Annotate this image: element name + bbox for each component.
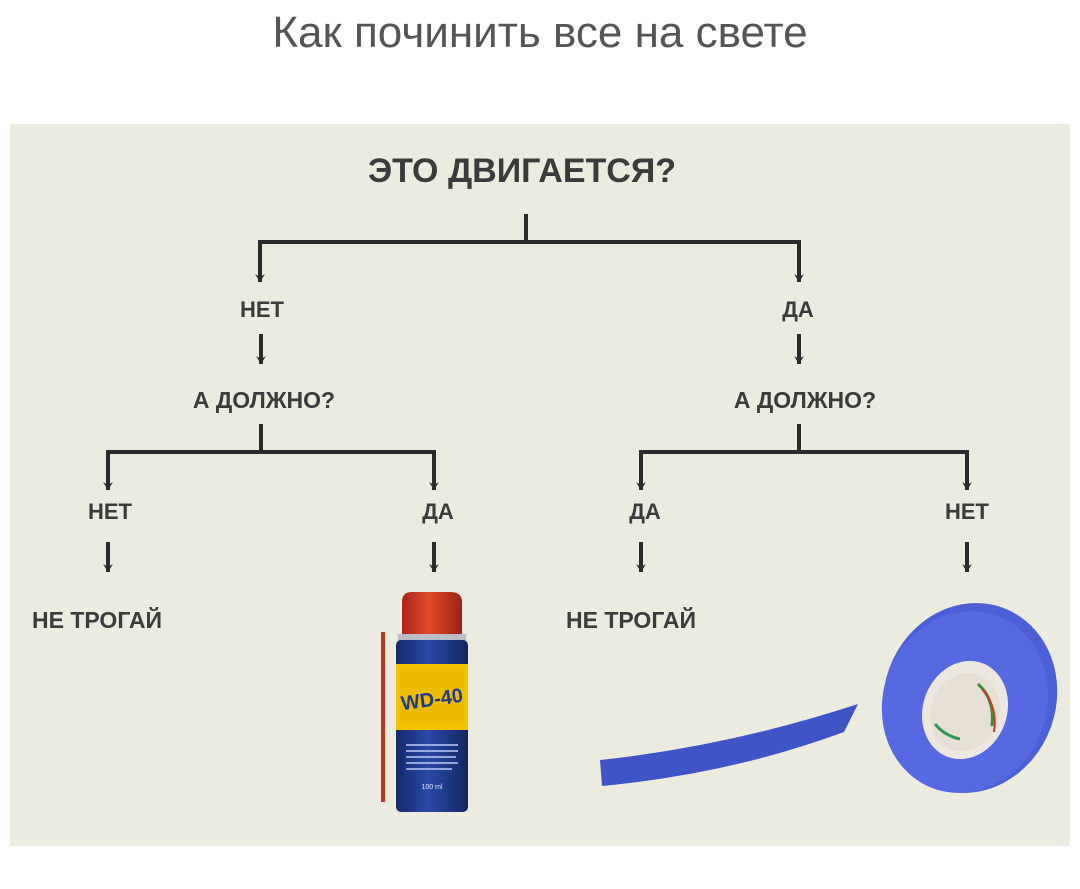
wd40-volume-text: 100 ml <box>421 784 442 791</box>
connector-level2-arrows <box>256 334 804 364</box>
left-answer-label: НЕТ <box>240 297 285 322</box>
right-answer-label: ДА <box>782 297 814 322</box>
left-question: А ДОЛЖНО? <box>193 387 335 413</box>
right-right-answer: НЕТ <box>945 499 990 524</box>
connector-left-split <box>103 424 439 490</box>
flowchart-diagram: ЭТО ДВИГАЕТСЯ? НЕТ ДА А ДОЛЖНО? А ДОЛЖНО… <box>32 152 1058 812</box>
right-left-answer: ДА <box>629 499 661 524</box>
left-right-answer: ДА <box>422 499 454 524</box>
left-left-result: НЕ ТРОГАЙ <box>32 606 162 633</box>
connector-right-split <box>636 424 972 490</box>
right-question: А ДОЛЖНО? <box>734 387 876 413</box>
connector-final-arrows <box>103 542 972 572</box>
connector-root <box>255 214 804 282</box>
page-title: Как починить все на свете <box>272 8 808 57</box>
left-left-answer: НЕТ <box>88 499 133 524</box>
root-question: ЭТО ДВИГАЕТСЯ? <box>368 152 676 190</box>
duct-tape-roll-image <box>600 603 1058 793</box>
flowchart-panel: ЭТО ДВИГАЕТСЯ? НЕТ ДА А ДОЛЖНО? А ДОЛЖНО… <box>10 124 1070 846</box>
right-left-result: НЕ ТРОГАЙ <box>566 606 696 633</box>
wd40-can-image: WD-40 100 ml <box>381 592 468 812</box>
